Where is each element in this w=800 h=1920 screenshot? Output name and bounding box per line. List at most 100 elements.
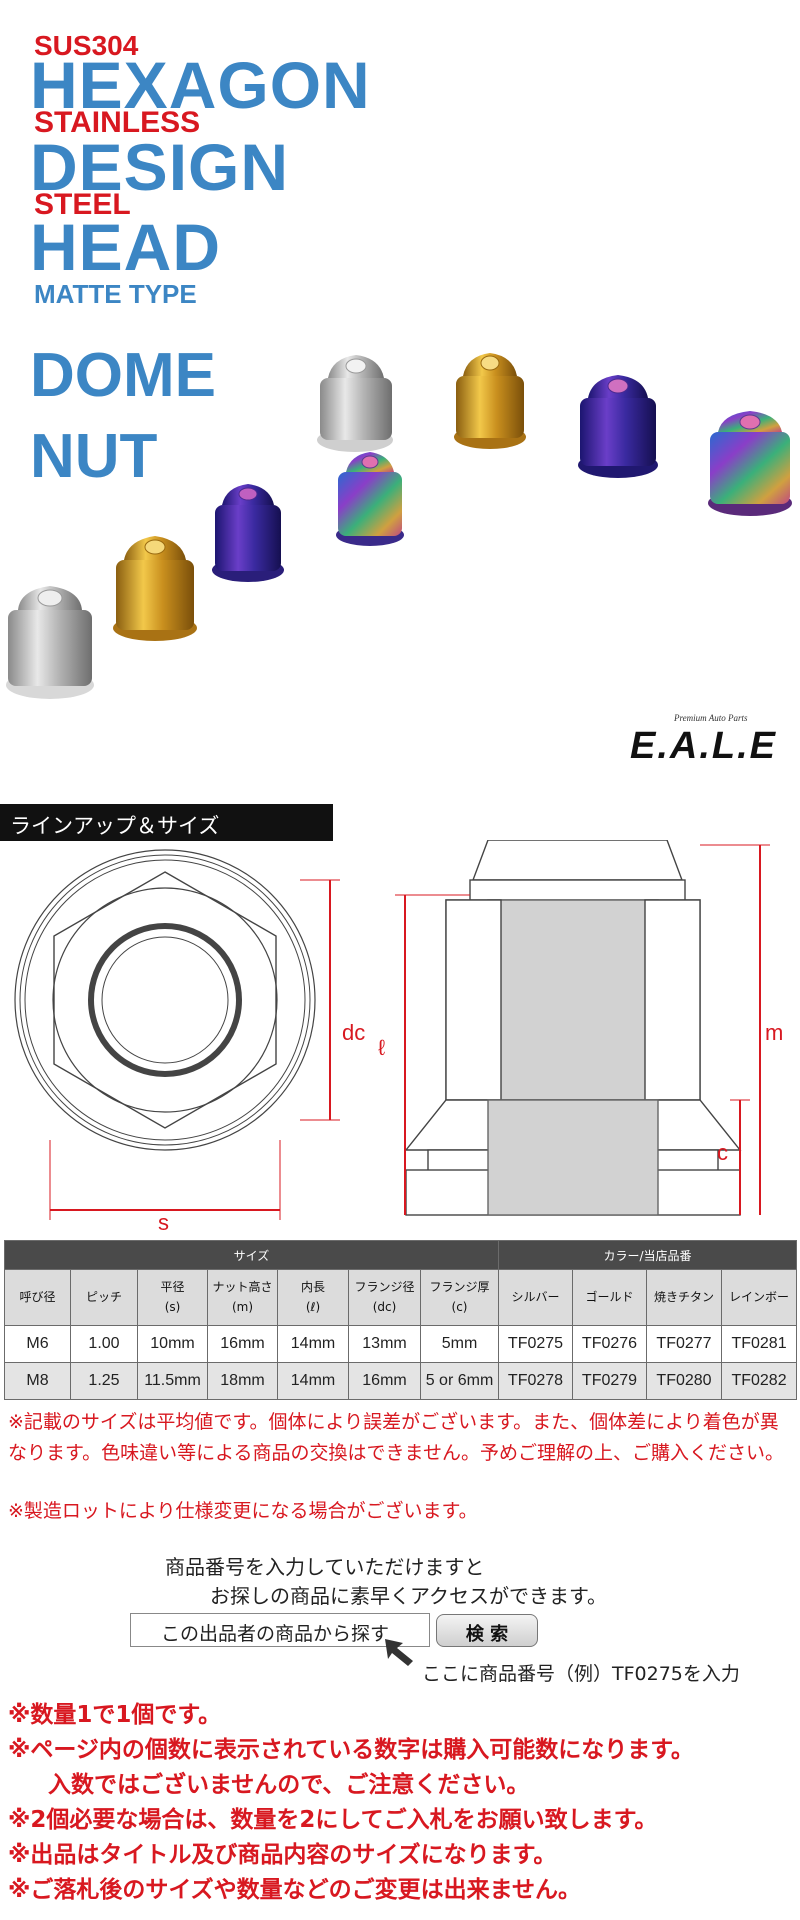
table-cell: 16mm [207, 1325, 278, 1363]
search-button[interactable]: 検 索 [436, 1614, 538, 1647]
nut-gold-front [113, 536, 197, 641]
size-disclaimer-note: ※記載のサイズは平均値です。個体により誤差がございます。また、個体差により着色が… [8, 1411, 784, 1464]
table-column-header: レインボー [720, 1269, 798, 1326]
table-cell: M6 [4, 1325, 71, 1363]
spec-change-note: ※製造ロットにより仕様変更になる場合がございます。 [8, 1500, 478, 1522]
dimension-lines-top-view [49, 879, 340, 1220]
table-cell: TF0280 [646, 1362, 722, 1400]
table-column-header-text: フランジ厚 [429, 1280, 490, 1295]
notice-no-changes: ※ご落札後のサイズや数量などのご変更は出来ません。 [8, 1877, 581, 1903]
table-cell: TF0279 [572, 1362, 647, 1400]
notice-listing-size: ※出品はタイトル及び商品内容のサイズになります。 [8, 1842, 557, 1868]
nut-titan-back [578, 375, 658, 478]
nut-silver-back [317, 355, 393, 452]
table-cell: 5 or 6mm [420, 1362, 499, 1400]
table-column-header-text: (ℓ) [305, 1299, 321, 1314]
table-cell: 16mm [348, 1362, 421, 1400]
dim-label-s: s [158, 1210, 169, 1230]
dimension-lines-side-view [395, 844, 770, 1215]
hero-title-nut: NUT [30, 422, 158, 491]
table-column-header: 呼び径 [4, 1269, 71, 1326]
table-column-header-text: シルバー [511, 1289, 560, 1304]
table-cell: 5mm [420, 1325, 499, 1363]
hero-material-label: SUS304 [34, 30, 139, 61]
lineup-section-header: ラインアップ＆サイズ [0, 804, 333, 841]
table-group-color: カラー/当店品番 [497, 1240, 798, 1270]
table-column-header-text: レインボー [729, 1289, 790, 1304]
search-button-label: 検 索 [465, 1624, 509, 1645]
table-group-size: サイズ [4, 1240, 499, 1270]
table-column-header: フランジ厚 (c) [420, 1269, 499, 1326]
table-cell: 1.25 [70, 1362, 138, 1400]
table-column-header-text: ナット高さ [212, 1280, 273, 1295]
search-intro-line1: 商品番号を入力していただけますと [165, 1555, 485, 1579]
table-cell: 14mm [277, 1325, 349, 1363]
notice-available-count: ※ページ内の個数に表示されている数字は購入可能数になります。 [8, 1737, 694, 1763]
hero-label-matte: MATTE TYPE [34, 279, 197, 309]
table-column-header-text: ゴールド [585, 1289, 634, 1304]
nut-gold-back [454, 353, 526, 449]
table-cell: TF0278 [498, 1362, 573, 1400]
table-cell: 14mm [277, 1362, 349, 1400]
table-cell: TF0276 [572, 1325, 647, 1363]
dimension-diagrams: dc s ℓ m c [14, 840, 783, 1230]
table-column-header: フランジ径 (dc) [348, 1269, 421, 1326]
table-cell: TF0275 [498, 1325, 573, 1363]
table-column-header-text: (m) [231, 1299, 254, 1314]
table-cell: M8 [4, 1362, 71, 1400]
table-cell: 10mm [137, 1325, 208, 1363]
brand-tagline: Premium Auto Parts [674, 713, 748, 723]
table-column-header-text: 平径 [160, 1280, 185, 1295]
table-column-header-text: (dc) [372, 1299, 397, 1314]
notice-not-pack-count: 入数ではございませんので、ご注意ください。 [48, 1772, 530, 1798]
hero-title-head: HEAD [30, 210, 222, 284]
seller-search-input[interactable]: この出品者の商品から探す [130, 1613, 430, 1647]
lineup-section-title: ラインアップ＆サイズ [10, 814, 220, 838]
table-cell: 1.00 [70, 1325, 138, 1363]
dim-label-dc: dc [342, 1020, 365, 1045]
hero-title-design: DESIGN [30, 130, 290, 204]
table-cell: 18mm [207, 1362, 278, 1400]
table-cell: 13mm [348, 1325, 421, 1363]
table-column-header: 内長(ℓ) [277, 1269, 349, 1326]
dim-label-m: m [765, 1020, 783, 1045]
brand-name: E.A.L.E [630, 725, 778, 767]
table-column-header: シルバー [498, 1269, 573, 1326]
table-column-header: 焼きチタン [646, 1269, 722, 1326]
table-column-header-text: ピッチ [85, 1289, 122, 1304]
purchase-notices: ※数量1で1個です。 ※ページ内の個数に表示されている数字は購入可能数になります… [8, 1698, 798, 1908]
table-cell: 11.5mm [137, 1362, 208, 1400]
seller-search-input-text: この出品者の商品から探す [161, 1623, 390, 1645]
dim-label-c: c [717, 1140, 728, 1165]
notice-quantity: ※数量1で1個です。 [8, 1702, 222, 1728]
product-photo-nuts [6, 353, 792, 699]
table-cell: TF0281 [720, 1325, 798, 1363]
nut-silver-front [6, 586, 94, 699]
nut-side-view-diagram [404, 840, 742, 1216]
search-hint-text: ここに商品番号（例）TF0275を入力 [422, 1663, 740, 1685]
table-column-header-text: フランジ径 [354, 1280, 415, 1295]
notice-two-pieces: ※2個必要な場合は、数量を2にしてご入札をお願い致します。 [8, 1807, 658, 1833]
nut-rainbow-back [708, 411, 792, 516]
search-intro-line2: お探しの商品に素早くアクセスができます。 [210, 1584, 607, 1608]
table-column-header-text: (s) [164, 1299, 181, 1314]
nut-titan-middle [212, 484, 284, 582]
nut-top-view-diagram [14, 849, 316, 1151]
table-column-header: ピッチ [70, 1269, 138, 1326]
table-cell: TF0282 [720, 1362, 798, 1400]
table-column-header-text: (c) [451, 1299, 468, 1314]
table-column-header: 平径 (s) [137, 1269, 208, 1326]
hero-banner: SUS304 HEXAGON STAINLESS DESIGN STEEL HE… [0, 0, 800, 780]
size-spec-table: サイズ カラー/当店品番 呼び径ピッチ平径(s)ナット高さ(m)内長(ℓ)フラン… [4, 1240, 798, 1400]
table-column-header-text: 焼きチタン [653, 1289, 714, 1304]
nut-rainbow-middle [336, 452, 404, 546]
pointer-arrow-icon [385, 1639, 413, 1666]
table-column-header: ナット高さ (m) [207, 1269, 278, 1326]
table-column-header: ゴールド [572, 1269, 647, 1326]
hero-title-dome: DOME [30, 341, 216, 410]
table-column-header-text: 呼び径 [19, 1289, 56, 1304]
hero-label-steel: STEEL [34, 188, 131, 221]
hero-title-hexagon: HEXAGON [30, 48, 371, 122]
